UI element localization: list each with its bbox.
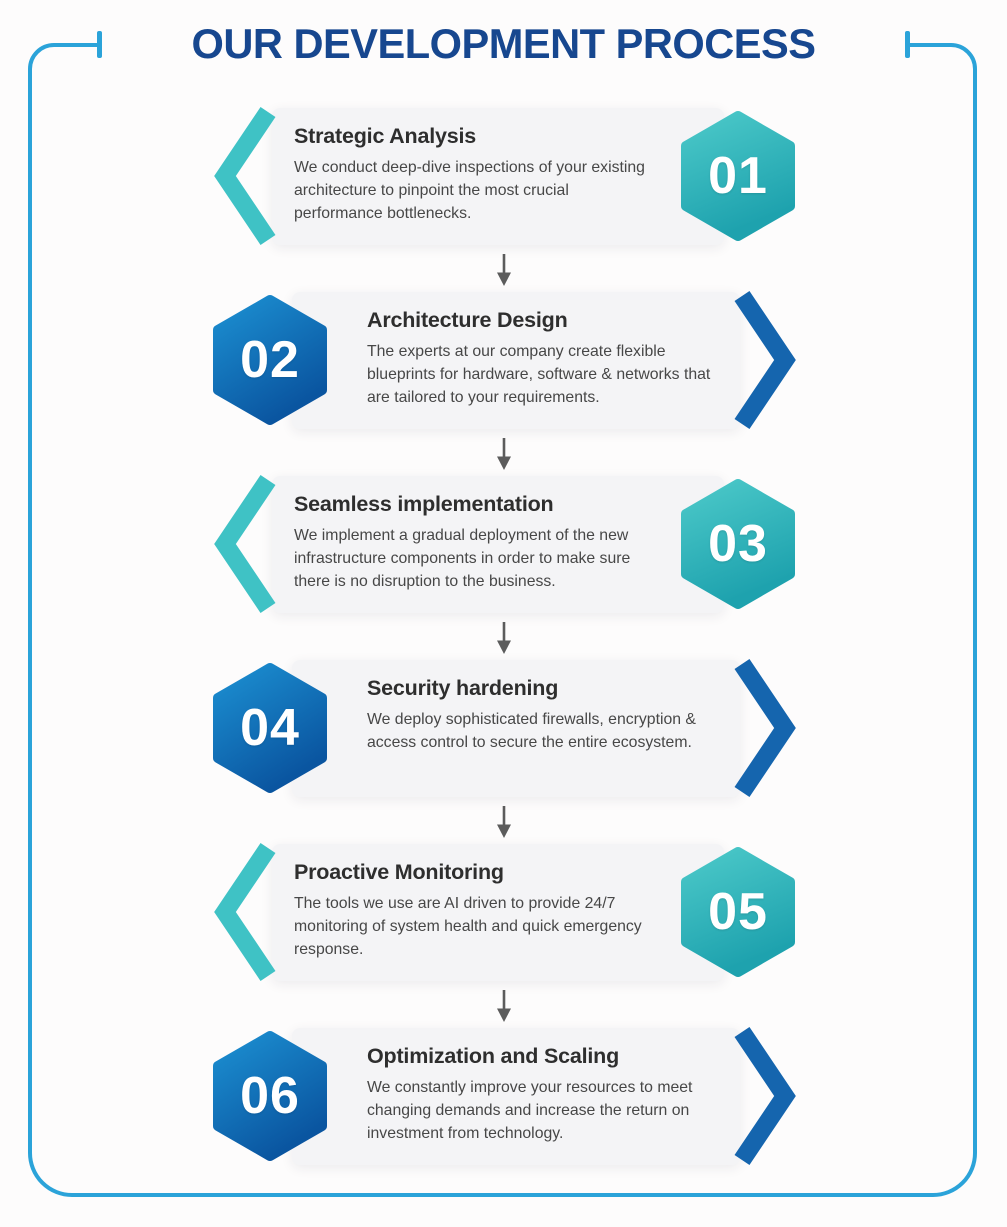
down-arrow-icon <box>497 806 511 838</box>
page-title: OUR DEVELOPMENT PROCESS <box>191 20 816 67</box>
step-description: We deploy sophisticated firewalls, encry… <box>367 711 696 751</box>
step-title: Proactive Monitoring <box>294 860 504 884</box>
hexagon-shape <box>681 479 795 609</box>
step-row-04: 04 Security hardening We deploy sophisti… <box>0 658 1007 798</box>
step-number-hexagon: 04 <box>211 662 329 794</box>
step-description: We conduct deep-dive inspections of your… <box>294 159 645 222</box>
step-row-05: 05 Proactive Monitoring The tools we use… <box>0 842 1007 982</box>
step-description: The experts at our company create flexib… <box>367 343 711 406</box>
down-arrow-icon <box>497 438 511 470</box>
step-description: We implement a gradual deployment of the… <box>294 527 631 590</box>
step-text-block: Seamless implementation We implement a g… <box>294 492 650 593</box>
hexagon-shape <box>213 1031 327 1161</box>
step-title: Security hardening <box>367 676 559 700</box>
step-row-06: 06 Optimization and Scaling We constantl… <box>0 1026 1007 1166</box>
step-card <box>292 660 740 797</box>
right-chevron-icon <box>734 290 796 430</box>
hexagon-number: 01 <box>708 147 768 205</box>
left-chevron-icon <box>214 474 276 614</box>
hexagon-number: 04 <box>240 699 300 757</box>
hexagon-number: 03 <box>708 515 768 573</box>
step-row-03: 03 Seamless implementation We implement … <box>0 474 1007 614</box>
right-chevron-icon <box>734 658 796 798</box>
step-text-block: Strategic Analysis We conduct deep-dive … <box>294 124 650 225</box>
step-number-hexagon: 05 <box>679 846 797 978</box>
step-text-block: Architecture Design The experts at our c… <box>367 308 729 409</box>
step-card <box>292 292 740 429</box>
step-card <box>292 1028 740 1165</box>
down-arrow-icon <box>497 622 511 654</box>
hexagon-shape <box>213 295 327 425</box>
hexagon-number: 05 <box>708 883 768 941</box>
step-row-02: 02 Architecture Design The experts at ou… <box>0 290 1007 430</box>
step-number-hexagon: 06 <box>211 1030 329 1162</box>
hexagon-shape <box>681 111 795 241</box>
left-chevron-icon <box>214 842 276 982</box>
frame-tick-left <box>97 31 102 58</box>
step-title: Seamless implementation <box>294 492 554 516</box>
step-number-hexagon: 01 <box>679 110 797 242</box>
left-chevron-icon <box>214 106 276 246</box>
step-row-01: 01 Strategic Analysis We conduct deep-di… <box>0 106 1007 246</box>
step-title: Strategic Analysis <box>294 124 477 148</box>
step-card <box>272 476 724 613</box>
down-arrow-icon <box>497 254 511 286</box>
down-arrow-icon <box>497 990 511 1022</box>
step-text-block: Optimization and Scaling We constantly i… <box>367 1044 729 1145</box>
step-description: The tools we use are AI driven to provid… <box>294 895 642 958</box>
step-text-block: Security hardening We deploy sophisticat… <box>367 676 729 754</box>
hexagon-shape <box>213 663 327 793</box>
step-text-block: Proactive Monitoring The tools we use ar… <box>294 860 650 961</box>
step-number-hexagon: 03 <box>679 478 797 610</box>
step-number-hexagon: 02 <box>211 294 329 426</box>
step-description: We constantly improve your resources to … <box>367 1079 693 1142</box>
hexagon-number: 02 <box>240 331 300 389</box>
right-chevron-icon <box>734 1026 796 1166</box>
frame-gap <box>102 38 905 54</box>
hexagon-shape <box>681 847 795 977</box>
frame-tick-right <box>905 31 910 58</box>
step-card <box>272 108 724 245</box>
step-title: Architecture Design <box>367 308 568 332</box>
step-title: Optimization and Scaling <box>367 1044 620 1068</box>
step-card <box>272 844 724 981</box>
hexagon-number: 06 <box>240 1067 300 1125</box>
